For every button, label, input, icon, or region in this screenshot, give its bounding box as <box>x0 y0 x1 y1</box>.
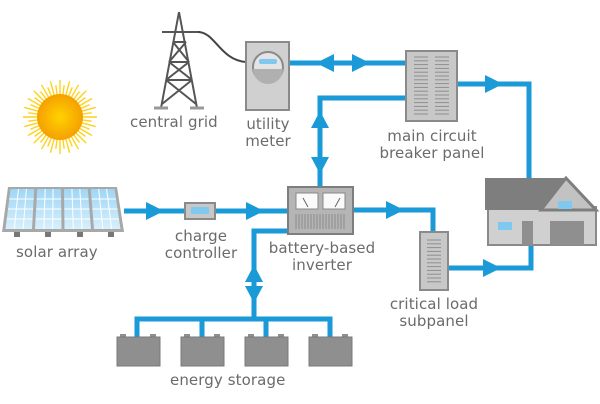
arrow-right-icon <box>485 75 503 93</box>
breaker-panel-icon <box>406 51 457 121</box>
battery-icon <box>117 334 160 366</box>
label-utility-meter: utility meter <box>238 116 298 150</box>
inverter-icon <box>288 187 353 234</box>
sun-icon <box>23 80 97 154</box>
label-central-grid: central grid <box>130 114 218 131</box>
subpanel-icon <box>420 232 448 290</box>
label-line: charge <box>160 228 242 245</box>
panel-foot <box>108 232 114 237</box>
arrow-down-icon <box>311 157 329 174</box>
battery-icon <box>309 334 352 366</box>
panel-foot <box>77 232 83 237</box>
label-energy-storage: energy storage <box>170 372 285 389</box>
arrow-up-icon <box>245 265 263 282</box>
label-line: breaker panel <box>372 145 492 162</box>
arrow-left-icon <box>316 54 334 72</box>
label-main-circuit-breaker-panel: main circuit breaker panel <box>372 128 492 162</box>
arrow-up-icon <box>311 111 329 128</box>
label-battery-based-inverter: battery-based inverter <box>262 240 382 274</box>
arrow-down-icon <box>245 286 263 303</box>
arrow-right-icon <box>146 202 164 220</box>
label-line: main circuit <box>372 128 492 145</box>
label-line: battery-based <box>262 240 382 257</box>
battery-body <box>309 337 352 366</box>
label-line: subpanel <box>378 313 490 330</box>
label-line: utility <box>238 116 298 133</box>
label-charge-controller: charge controller <box>160 228 242 262</box>
charge-controller-icon <box>185 203 215 219</box>
house-icon <box>485 178 596 245</box>
label-solar-array: solar array <box>16 244 98 261</box>
label-line: critical load <box>378 296 490 313</box>
arrow-right-icon <box>246 202 264 220</box>
power-tower-icon <box>154 12 246 108</box>
panel-foot <box>14 232 20 237</box>
energy-storage <box>117 334 352 366</box>
battery-icon <box>181 334 224 366</box>
sun-core <box>37 94 83 140</box>
meter-icon <box>246 42 289 110</box>
battery-body <box>245 337 288 366</box>
arrow-right-icon <box>483 259 501 277</box>
label-critical-load-subpanel: critical load subpanel <box>378 296 490 330</box>
label-line: controller <box>160 245 242 262</box>
panel-foot <box>45 232 51 237</box>
solar-panel-icon <box>2 187 124 237</box>
battery-body <box>117 337 160 366</box>
label-line: meter <box>238 133 298 150</box>
arrow-right-icon <box>386 201 404 219</box>
wire-battery-bus <box>137 319 330 338</box>
arrow-right-icon <box>352 54 370 72</box>
battery-icon <box>245 334 288 366</box>
label-line: inverter <box>262 257 382 274</box>
battery-body <box>181 337 224 366</box>
